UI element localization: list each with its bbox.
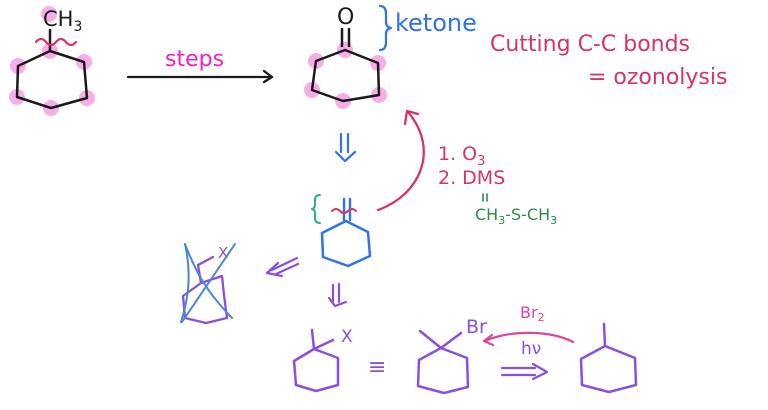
note-line-1: Cutting C-C bonds [490, 32, 690, 57]
alkene-disconnection-squiggle [331, 208, 357, 214]
disconnection-squiggle [34, 37, 78, 47]
crossed-ring [181, 274, 229, 325]
ozonolysis-arrow [376, 109, 425, 212]
leaving-group-x-2: X [341, 327, 353, 347]
oxygen-label: O [337, 5, 354, 30]
start-molecule: CH3 [9, 6, 95, 116]
note-line-2: = ozonolysis [588, 65, 727, 90]
dms-formula: CH3-S-CH3 [475, 205, 557, 227]
ketone-brace [378, 4, 393, 52]
bromination-reagent: Br2 [520, 303, 545, 324]
bromine-label: Br [466, 316, 487, 338]
retro-arrow-down-1 [334, 132, 357, 163]
light-condition: hν [521, 339, 541, 359]
alkene-intermediate [311, 194, 372, 268]
strike-line-1 [181, 243, 236, 323]
crossed-out-precursor: X [180, 243, 236, 325]
forward-arrow: steps [126, 47, 274, 84]
bromide-ring [416, 346, 470, 395]
product-molecule: O ketone [304, 4, 477, 109]
atom-highlights [304, 42, 387, 109]
methylenecyclohexane-ring [320, 219, 372, 268]
halide-ring [292, 347, 340, 393]
cyclohexane-ring [15, 49, 89, 110]
retro-arrow-down-2 [327, 282, 348, 308]
retro-arrow-right [500, 362, 549, 381]
dms-equals-sign [482, 193, 488, 202]
steps-label: steps [165, 47, 224, 72]
ketone-label: ketone [395, 9, 477, 37]
bromination-arrow: Br2 hν [482, 303, 575, 359]
methylcyclohexane-purple [579, 322, 638, 394]
alkene-brace [311, 194, 321, 224]
methylcyclohexane-ring [579, 344, 638, 394]
retro-arrow-left [265, 256, 300, 278]
strike-line-2 [184, 243, 233, 319]
ozonolysis-note: Cutting C-C bonds = ozonolysis [490, 32, 727, 90]
cyclohexanone-ring [310, 48, 381, 103]
strike-line-3 [180, 243, 190, 323]
leaving-group-x-1: X [218, 244, 228, 262]
tertiary-bromide: Br [416, 316, 487, 395]
equivalent-sign: ≡ [368, 355, 386, 380]
reagent-step-2: 2. DMS [438, 167, 505, 189]
reagent-step-1: 1. O3 [438, 143, 485, 169]
ozonolysis-reagents: 1. O3 2. DMS CH3-S-CH3 [438, 143, 557, 227]
ch3-label: CH3 [43, 7, 82, 35]
tertiary-halide-x: X [292, 327, 353, 393]
